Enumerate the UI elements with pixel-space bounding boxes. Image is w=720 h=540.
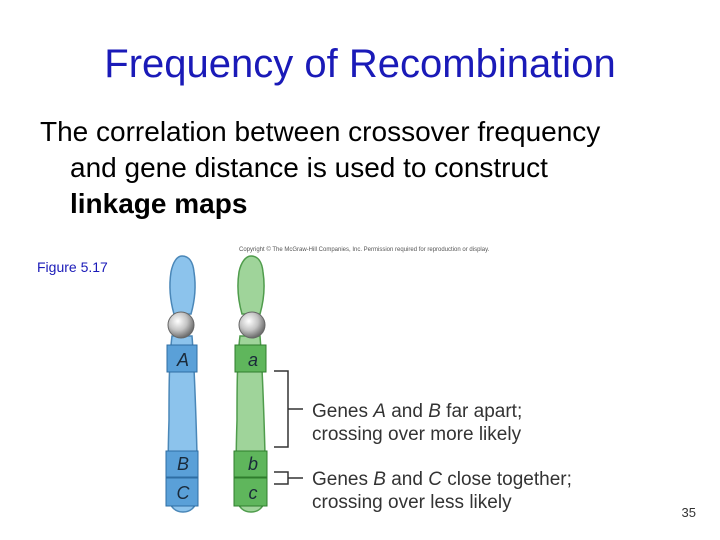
caption-far-apart-line-1: Genes A and B far apart; (312, 400, 522, 423)
gene-label-a: a (248, 350, 258, 370)
caption-close-together-line-2: crossing over less likely (312, 491, 572, 514)
centromere-left (168, 312, 194, 338)
caption-close-together-line-1: Genes B and C close together; (312, 468, 572, 491)
chromosome-left: A B C (166, 256, 198, 512)
caption-close-together: Genes B and C close together; crossing o… (312, 468, 572, 514)
bracket-far-apart (274, 371, 303, 447)
gene-label-A: A (176, 350, 189, 370)
centromere-right (239, 312, 265, 338)
chromosome-right: a b c (234, 256, 267, 512)
gene-label-B: B (177, 454, 189, 474)
gene-label-b: b (248, 454, 258, 474)
page-number: 35 (682, 505, 696, 520)
bracket-close-together (274, 472, 303, 484)
gene-label-c: c (249, 483, 258, 503)
caption-far-apart-line-2: crossing over more likely (312, 423, 522, 446)
chromosome-right-upper-arm (238, 256, 264, 314)
chromosome-left-upper-arm (170, 256, 195, 314)
caption-far-apart: Genes A and B far apart; crossing over m… (312, 400, 522, 446)
gene-label-C: C (177, 483, 191, 503)
